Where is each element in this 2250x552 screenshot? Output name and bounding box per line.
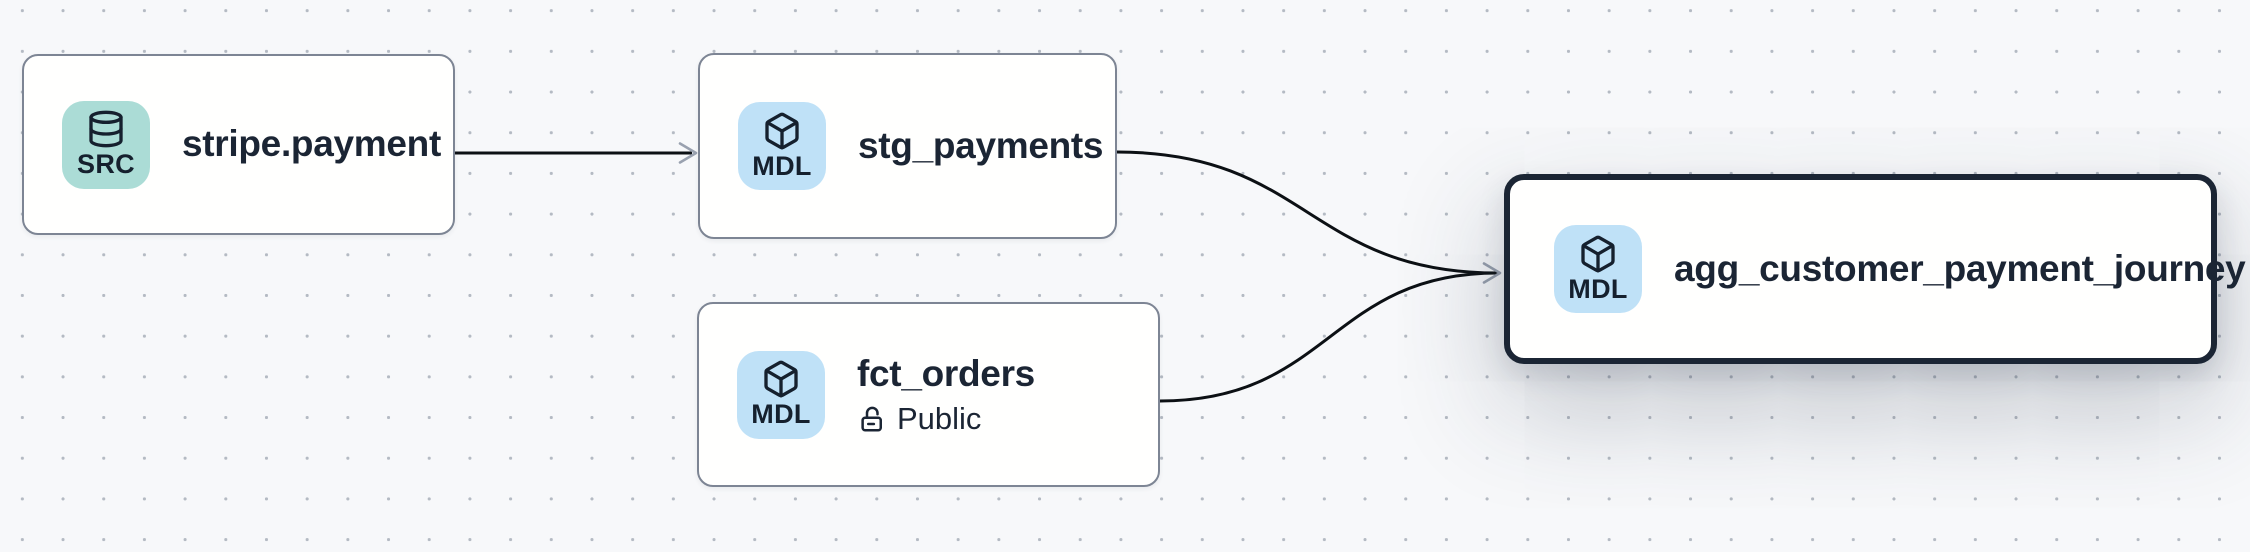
node-agg-customer-payment-journey[interactable]: MDL agg_customer_payment_journey: [1504, 174, 2246, 364]
access-row: Public: [857, 400, 1035, 436]
cube-icon: [1581, 235, 1615, 273]
badge-label: MDL: [752, 150, 812, 181]
edge-stg-payments-to-agg-customer-payment-journey: [1116, 150, 1499, 275]
node-stripe-payment[interactable]: SRC stripe.payment: [22, 54, 455, 235]
source-badge: SRC: [62, 100, 150, 189]
node-title: stg_payments: [858, 124, 1104, 166]
badge-label: SRC: [77, 149, 135, 180]
badge-label: MDL: [1568, 273, 1628, 304]
model-badge: MDL: [1554, 225, 1642, 313]
database-icon: [89, 110, 123, 148]
node-title: agg_customer_payment_journey: [1674, 247, 2246, 289]
edge-fct-orders-to-agg-customer-payment-journey: [1159, 271, 1499, 403]
node-title: fct_orders: [857, 353, 1035, 395]
cube-icon: [765, 112, 799, 150]
node-title: stripe.payment: [182, 123, 441, 165]
cube-icon: [764, 360, 798, 398]
arrowhead-icon: [1482, 262, 1502, 284]
access-label: Public: [897, 400, 982, 436]
arrowhead-icon: [678, 142, 698, 164]
node-stg-payments[interactable]: MDL stg_payments: [698, 53, 1117, 239]
badge-label: MDL: [751, 399, 811, 430]
model-badge: MDL: [737, 350, 825, 439]
unlock-icon: [861, 406, 882, 432]
model-badge: MDL: [738, 102, 826, 190]
node-fct-orders[interactable]: MDL fct_orders Public: [697, 302, 1160, 487]
